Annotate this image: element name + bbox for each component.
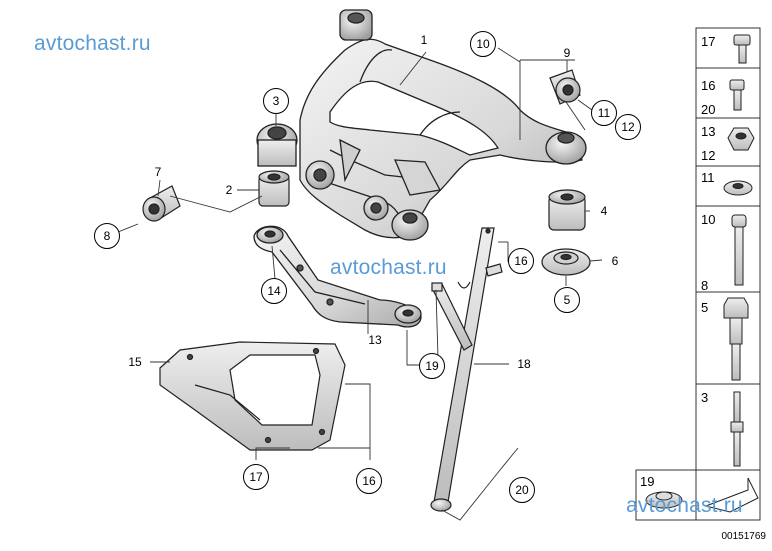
callout-14: 14 <box>261 278 287 304</box>
watermark-middle: avtochast.ru <box>330 256 447 279</box>
bushing-2 <box>258 170 290 207</box>
callout-1: 1 <box>420 33 428 47</box>
legend-label-17: 17 <box>701 34 716 49</box>
legend-label-19: 19 <box>640 474 655 489</box>
watermark-top: avtochast.ru <box>34 32 151 55</box>
bushing-7 <box>142 185 181 222</box>
mount-4 <box>548 189 586 231</box>
callout-10: 10 <box>470 31 496 57</box>
callout-7: 7 <box>154 165 162 179</box>
callout-17: 17 <box>243 464 269 490</box>
legend-label-16: 16 <box>701 78 716 93</box>
callout-12: 12 <box>615 114 641 140</box>
legend-label-5: 5 <box>701 300 709 315</box>
callout-15: 15 <box>128 355 142 369</box>
callout-11: 11 <box>591 100 617 126</box>
legend-label-10: 10 <box>701 212 716 227</box>
legend-hardware <box>645 34 759 513</box>
legend-label-8: 8 <box>701 278 709 293</box>
callout-13: 13 <box>368 333 382 347</box>
callout-4: 4 <box>600 204 608 218</box>
callout-8: 8 <box>94 223 120 249</box>
callout-5: 5 <box>554 287 580 313</box>
callout-19: 19 <box>419 353 445 379</box>
callout-20: 20 <box>509 477 535 503</box>
callout-3: 3 <box>263 88 289 114</box>
callout-9: 9 <box>563 46 571 60</box>
leader-lines <box>117 47 603 521</box>
watermark-bottom: avtochast.ru <box>626 494 743 517</box>
legend-panel <box>635 27 761 521</box>
strut-18 <box>430 227 503 512</box>
washer-6 <box>541 248 591 276</box>
callout-16: 16 <box>356 468 382 494</box>
control-arm <box>253 225 422 328</box>
legend-label-12: 12 <box>701 148 716 163</box>
bushing-9 <box>549 69 581 105</box>
callout-18: 18 <box>517 357 531 371</box>
shield-plate <box>159 341 346 451</box>
legend-label-20: 20 <box>701 102 716 117</box>
callout-16: 16 <box>508 248 534 274</box>
legend-label-13: 13 <box>701 124 716 139</box>
diagram-code: 00151769 <box>721 531 767 542</box>
legend-label-11: 11 <box>701 170 715 185</box>
subframe <box>256 9 587 241</box>
legend-label-3: 3 <box>701 390 709 405</box>
callout-2: 2 <box>225 183 233 197</box>
callout-6: 6 <box>611 254 619 268</box>
strut-19 <box>431 282 473 351</box>
